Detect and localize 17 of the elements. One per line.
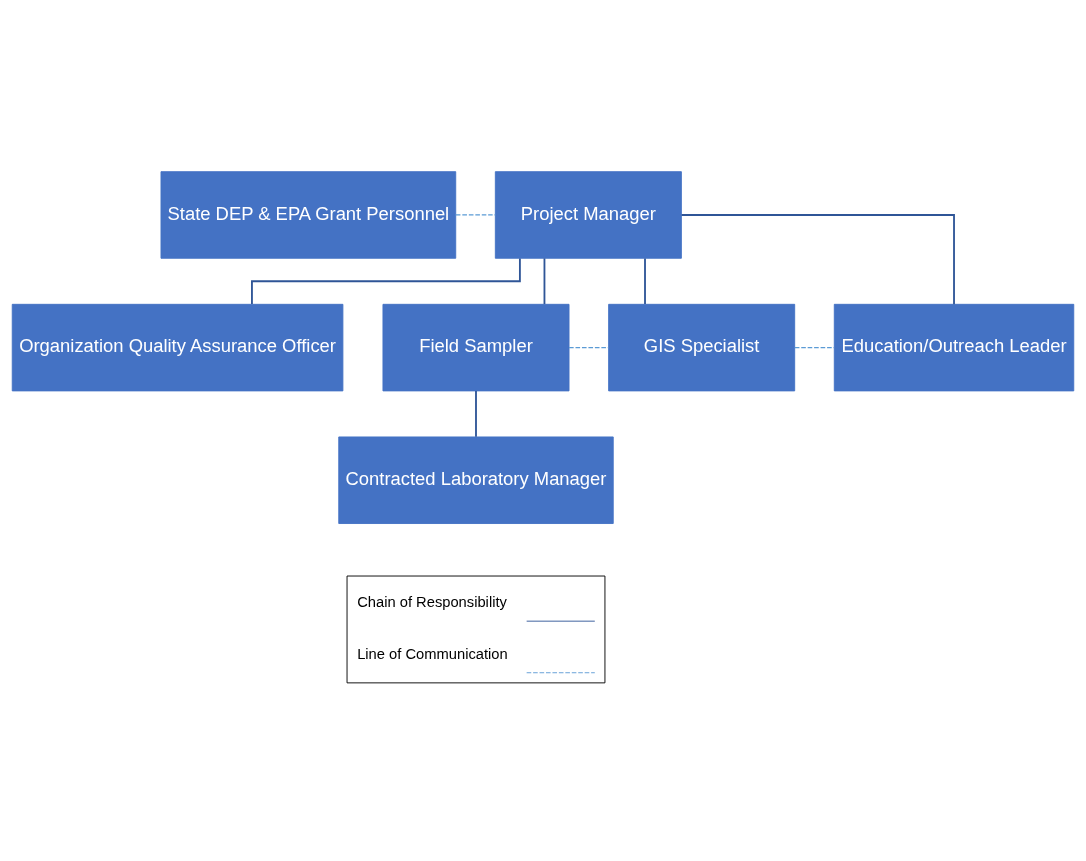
connector [543,257,546,305]
node-box: Organization Quality Assurance Officer [11,303,344,392]
connector [680,214,955,306]
connector [568,347,609,349]
legend-label: Line of Communication [357,645,508,662]
legend-label: Chain of Responsibility [357,594,507,611]
node-box: Field Sampler [382,303,570,392]
connector [455,214,496,216]
connector [475,390,477,438]
node-box: GIS Specialist [608,303,796,392]
connector [251,257,521,306]
connector [644,257,646,305]
node-box: Education/Outreach Leader [833,303,1075,392]
node-box: State DEP & EPA Grant Personnel [160,171,457,259]
node-box: Project Manager [494,171,682,259]
node-box: Contracted Laboratory Manager [338,436,614,524]
connector [794,347,835,349]
